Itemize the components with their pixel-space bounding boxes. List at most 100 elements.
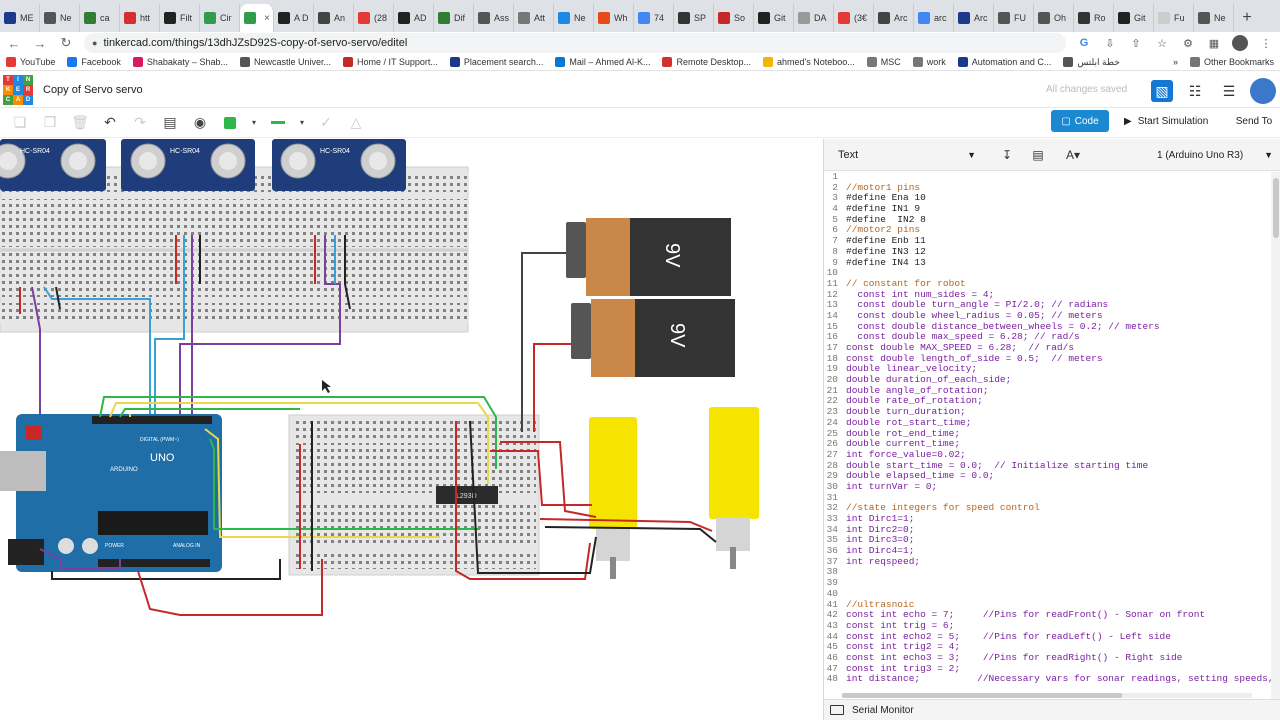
send-to-button[interactable]: Send To [1235, 115, 1273, 127]
battery-2[interactable]: 9V [571, 299, 735, 377]
browser-tab[interactable]: Ass [474, 4, 514, 32]
browser-tab[interactable]: AD [394, 4, 434, 32]
browser-tab[interactable]: ca [80, 4, 120, 32]
wire-type-picker[interactable] [268, 113, 288, 133]
breadboard-bottom[interactable] [288, 414, 540, 576]
share-icon[interactable]: ⇧ [1131, 37, 1141, 50]
ultrasonic-sensor-3[interactable]: HC-SR04 [272, 139, 406, 191]
battery-1[interactable]: 9V [566, 218, 731, 296]
bookmark-item[interactable]: MSC [866, 57, 901, 67]
browser-tab[interactable]: Ne [1194, 4, 1234, 32]
paste-icon[interactable]: ❐ [43, 114, 57, 130]
forward-icon[interactable]: → [33, 35, 47, 51]
bookmark-item[interactable]: Automation and C... [957, 57, 1051, 67]
browser-tab[interactable]: Ne [554, 4, 594, 32]
browser-tab[interactable]: Git [1114, 4, 1154, 32]
undo-icon[interactable]: ↶ [104, 114, 116, 130]
browser-tab[interactable]: Cir [200, 4, 240, 32]
wire-type-caret-icon[interactable]: ▾ [299, 118, 304, 127]
code-horizontal-scrollbar[interactable] [842, 693, 1252, 698]
bookmark-item[interactable]: Shabakaty – Shab... [132, 57, 228, 67]
start-simulation-button[interactable]: ▶ Start Simulation [1124, 115, 1209, 127]
code-button[interactable]: ▢ Code [1051, 110, 1109, 132]
bookmark-item[interactable]: Mail – Ahmed Al-K... [555, 57, 650, 67]
notes-visibility-icon[interactable]: ◉ [193, 114, 207, 130]
other-bookmarks[interactable]: Other Bookmarks [1189, 57, 1274, 67]
browser-tab[interactable]: Git [754, 4, 794, 32]
browser-tab[interactable]: Oh [1034, 4, 1074, 32]
browser-tab[interactable]: Dif [434, 4, 474, 32]
ultrasonic-sensor-2[interactable]: HC-SR04 [121, 139, 255, 191]
browser-tab[interactable]: Ne [40, 4, 80, 32]
bookmark-item[interactable]: ahmed's Noteboo... [763, 57, 855, 67]
extensions-icon[interactable]: ⚙ [1183, 37, 1193, 50]
serial-monitor-bar[interactable]: Serial Monitor [824, 699, 1280, 720]
browser-tab[interactable]: A D [274, 4, 314, 32]
bookmark-item[interactable]: خطة ابلتس [1063, 57, 1120, 68]
bookmark-item[interactable]: YouTube [6, 57, 55, 67]
bookmarks-overflow-button[interactable]: » [1172, 57, 1178, 67]
browser-tab[interactable]: SP [674, 4, 714, 32]
delete-icon[interactable]: 🗑 [71, 114, 89, 130]
save-page-icon[interactable]: ⇩ [1105, 37, 1115, 50]
bookmark-item[interactable]: Remote Desktop... [662, 57, 751, 67]
code-mode-select[interactable]: Text ▼ [828, 145, 982, 165]
browser-tab[interactable]: Ro [1074, 4, 1114, 32]
browser-tab[interactable]: An [314, 4, 354, 32]
schematic-view-icon[interactable]: ☷ [1188, 82, 1202, 99]
rotate-icon[interactable]: ✓ [320, 114, 332, 130]
browser-tab[interactable]: Filt [160, 4, 200, 32]
google-icon[interactable]: G [1079, 37, 1089, 49]
ultrasonic-sensor-1[interactable]: HC-SR04 [0, 139, 106, 191]
browser-tab[interactable]: ME [0, 4, 40, 32]
browser-tab[interactable]: Arc [954, 4, 994, 32]
tab-close-icon[interactable]: × [264, 12, 270, 24]
bookmark-item[interactable]: work [912, 57, 946, 67]
url-field[interactable]: ● tinkercad.com/things/13dhJZsD92S-copy-… [84, 33, 1066, 53]
circuit-wires[interactable] [39, 252, 717, 616]
browser-tab[interactable]: FU [994, 4, 1034, 32]
browser-tab[interactable]: Arc [874, 4, 914, 32]
arduino-uno[interactable]: UNO ARDUINO DIGITAL (PWM~) ANALOG IN POW… [0, 414, 222, 572]
bookmark-item[interactable]: Placement search... [449, 57, 543, 67]
browser-tab[interactable]: (28 [354, 4, 394, 32]
user-avatar[interactable] [1250, 78, 1276, 104]
browser-tab[interactable]: htt [120, 4, 160, 32]
new-tab-button[interactable]: + [1242, 9, 1252, 26]
browser-tab[interactable]: Att [514, 4, 554, 32]
breadboard-top[interactable] [0, 166, 469, 333]
component-list-icon[interactable]: ☰ [1222, 82, 1236, 99]
dc-motor-1[interactable] [589, 417, 637, 579]
redo-icon[interactable]: ↷ [134, 114, 146, 130]
bookmark-item[interactable]: Facebook [67, 57, 121, 67]
browser-tab[interactable]: DA [794, 4, 834, 32]
bookmark-item[interactable]: Home / IT Support... [343, 57, 438, 67]
sensor-wires[interactable] [19, 235, 351, 549]
notes-icon[interactable]: ▤ [163, 114, 177, 130]
menu-kebab-icon[interactable]: ⋮ [1260, 37, 1272, 50]
circuit-canvas[interactable]: HC-SR04 HC-SR04 HC-SR04 9V [0, 139, 823, 720]
code-vertical-scrollbar[interactable] [1271, 172, 1280, 699]
sidebar-icon[interactable]: ▦ [1208, 37, 1220, 50]
browser-tab[interactable]: arc [914, 4, 954, 32]
profile-avatar[interactable] [1232, 35, 1248, 51]
bookmark-item[interactable]: Newcastle Univer... [239, 57, 331, 67]
copy-icon[interactable]: ❏ [13, 114, 27, 130]
browser-tab[interactable]: 74 [634, 4, 674, 32]
device-select[interactable]: 1 (Arduino Uno R3) ▼ [1157, 149, 1273, 161]
font-size-icon[interactable]: A▾ [1065, 148, 1081, 162]
browser-tab[interactable]: × [240, 4, 274, 32]
reload-icon[interactable]: ↻ [60, 35, 72, 50]
browser-tab[interactable]: Fu [1154, 4, 1194, 32]
download-code-icon[interactable]: ↧ [1001, 148, 1013, 162]
upload-library-icon[interactable]: ▤ [1032, 148, 1044, 162]
browser-tab[interactable]: Wh [594, 4, 634, 32]
dc-motor-2[interactable] [709, 407, 759, 569]
l293d-chip[interactable]: L293D [436, 486, 498, 504]
flip-icon[interactable]: △ [350, 114, 362, 130]
wire-color-picker[interactable] [220, 113, 240, 133]
circuit-view-icon[interactable]: ▧ [1151, 80, 1173, 102]
wire-color-caret-icon[interactable]: ▾ [251, 118, 256, 127]
